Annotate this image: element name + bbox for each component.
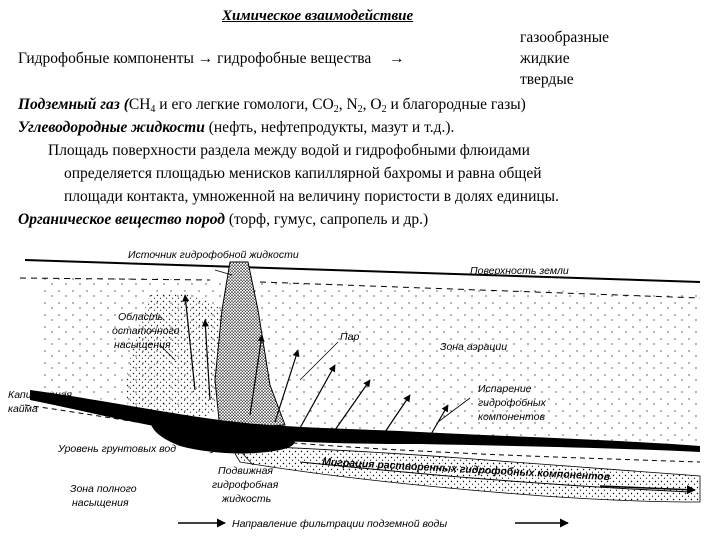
aeration-label: Зона аэрации [440,341,507,353]
gas-sub-d: 2 [381,104,387,115]
mobile-liquid-label-1: Подвижная [218,465,273,477]
components-text: Гидрофобные компоненты → гидрофобные вещ… [18,50,372,67]
hydrocarbon-desc: (нефть, нефтепродукты, мазут и т.д.). [204,119,455,136]
gas-sub-b: 2 [333,104,339,115]
residual-label-1: Область [118,311,163,323]
state-gas: газообразные [520,29,609,46]
organic-desc: (торф, гумус, сапропель и др.) [224,211,429,228]
hydrocarbon-liquids-line: Углеводородные жидкости (нефть, нефтепро… [18,119,454,137]
mobile-liquid-pool [150,418,295,454]
plume-flow-arrow [599,485,696,495]
full-saturation-label-2: насыщения [72,497,129,509]
evaporation-label-2: гидрофобных [478,397,547,409]
hydrocarbon-term: Углеводородные жидкости [18,119,205,136]
components-line: Гидрофобные компоненты → гидрофобные вещ… [18,50,405,68]
organic-term: Органическое вещество пород [18,211,225,228]
area-paragraph-line3: площади контакта, умноженной на величину… [64,188,559,205]
gas-desc-e: и благородные газы) [386,96,526,113]
vapor-label: Пар [340,331,359,343]
gas-desc-a: СН [128,96,151,113]
dissolved-plume [229,444,701,503]
ground-dash-line [19,277,701,299]
components-arrow: → [389,50,405,67]
source-column [214,261,286,431]
residual-label-3: насыщения [114,339,171,351]
gas-desc-c: , N [338,96,358,113]
page-title: Химическое взаимодействие [222,8,414,24]
organic-matter-line: Органическое вещество пород (торф, гумус… [18,211,428,229]
gas-desc-d: , O [362,96,382,113]
residual-label-2: остаточного [112,325,180,337]
leader-lines [119,269,471,466]
state-liquid: жидкие [520,50,570,67]
area-paragraph-line1: Площадь поверхности раздела между водой … [48,142,530,159]
gas-desc-b: и его легкие гомологи, СО [155,96,334,113]
contamination-diagram: Источник гидрофобной жидкости Поверхност… [8,249,701,530]
gas-sub-a: 4 [150,104,156,115]
mobile-liquid-label-2: гидрофобная [212,479,279,491]
area-paragraph-line2: определяется площадью менисков капиллярн… [64,165,542,182]
source-label: Источник гидрофобной жидкости [128,249,299,261]
surface-label: Поверхность земли [470,265,569,277]
gas-sub-c: 2 [357,104,363,115]
groundwater-level-label: Уровень грунтовых вод [57,443,176,455]
underground-gas-line: Подземный газ (СН4 и его легкие гомологи… [18,96,526,115]
flow-direction-label: Направление фильтрации подземной воды [232,518,447,530]
groundwater-level-line [24,404,701,463]
mobile-liquid-label-3: жидкость [221,493,271,505]
underground-gas-term: Подземный газ ( [18,96,129,113]
evaporation-arrows [182,294,449,437]
plume-inner-line [299,461,691,493]
capillary-label-2: кайма [8,403,38,415]
state-solid: твердые [520,71,574,88]
evaporation-label-1: Испарение [478,383,532,395]
evaporation-label-3: компонентов [478,411,545,423]
ground-surface-line [24,259,701,283]
full-saturation-label-1: Зона полного [70,483,137,495]
capillary-label-1: Капиллярная [8,389,72,401]
